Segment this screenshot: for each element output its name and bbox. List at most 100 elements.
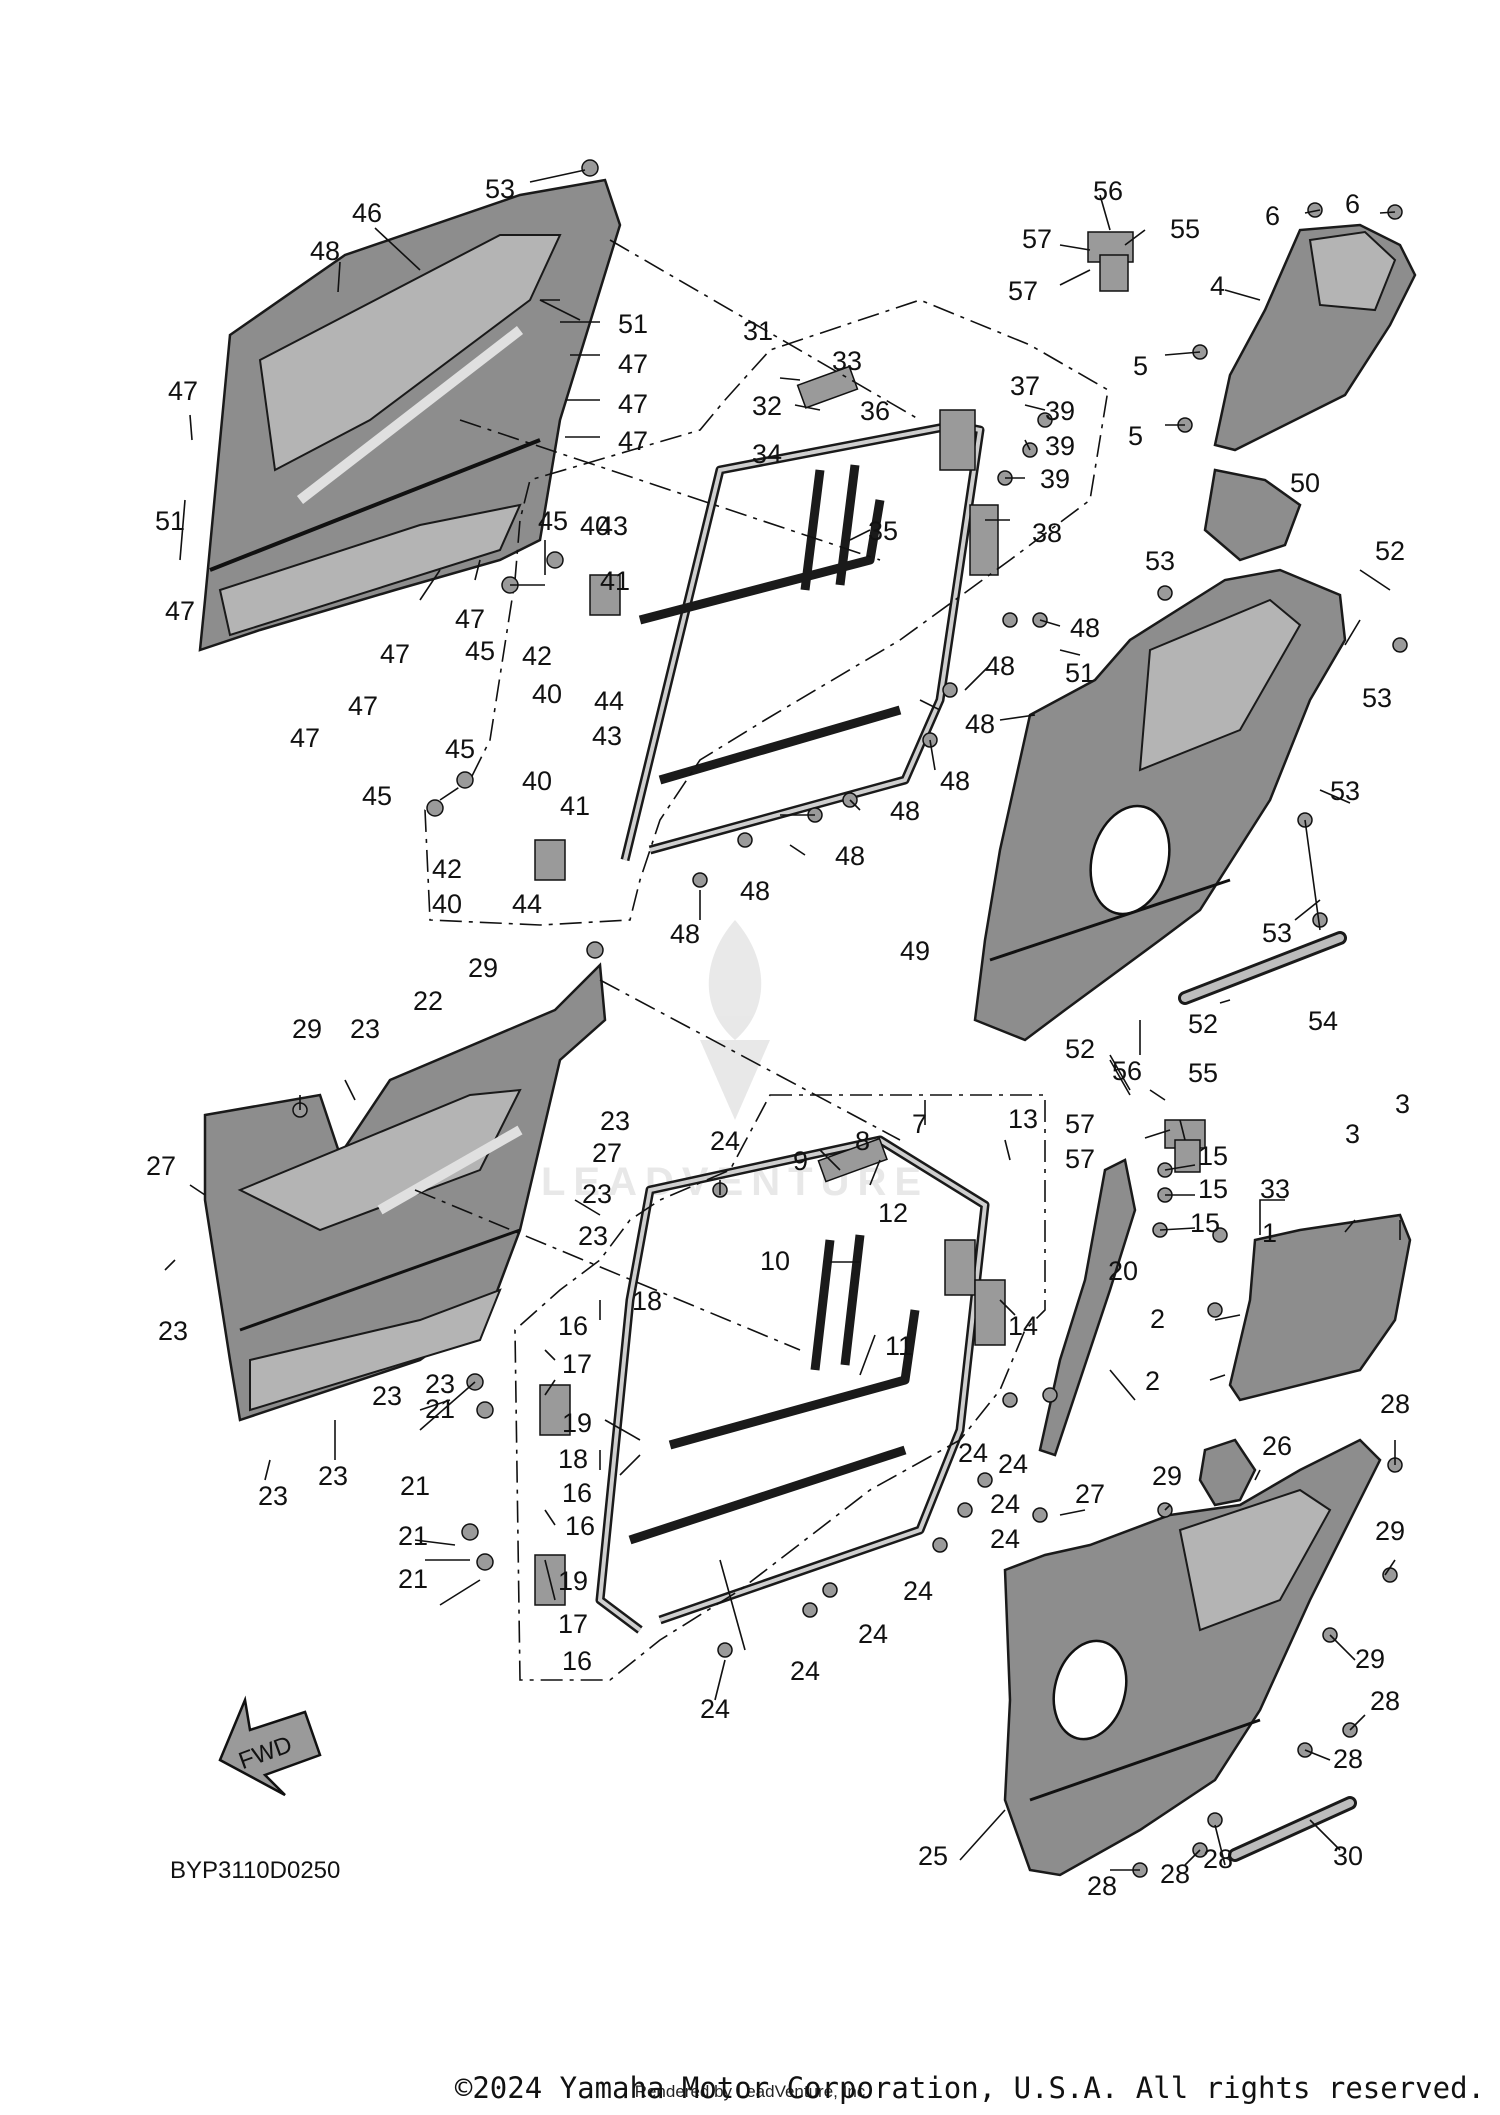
- callout: 24: [710, 1126, 740, 1156]
- callout: 4: [1210, 271, 1225, 301]
- callout: 28: [1380, 1389, 1410, 1419]
- upper-left-door-panel: [198, 178, 622, 652]
- callout: 47: [455, 604, 485, 634]
- callout: 42: [432, 854, 462, 884]
- callout: 3: [1345, 1119, 1360, 1149]
- callout: 47: [168, 376, 198, 406]
- watermark: LEADVENTURE: [541, 920, 921, 1204]
- callout: 15: [1198, 1174, 1228, 1204]
- callout: 23: [158, 1316, 188, 1346]
- callout: 17: [558, 1609, 588, 1639]
- callout: 11: [885, 1331, 913, 1361]
- callout: 24: [903, 1576, 933, 1606]
- callout: 25: [918, 1841, 948, 1871]
- callout: 34: [752, 439, 782, 469]
- callout: 23: [372, 1381, 402, 1411]
- callout: 16: [562, 1478, 592, 1508]
- callout: 29: [468, 953, 498, 983]
- callout: 33: [1260, 1174, 1290, 1204]
- callout: 40: [432, 889, 462, 919]
- callout: 29: [292, 1014, 322, 1044]
- rendered-by-text: Rendered by LeadVenture, Inc: [635, 2082, 866, 2101]
- callout: 52: [1188, 1009, 1218, 1039]
- part-code: BYP3110D0250: [170, 1857, 340, 1884]
- callout: 56: [1093, 176, 1123, 206]
- callout: 47: [618, 389, 648, 419]
- callout: 10: [760, 1246, 790, 1276]
- callout: 15: [1190, 1208, 1220, 1238]
- callout: 33: [832, 346, 862, 376]
- callout: 52: [1065, 1034, 1095, 1064]
- callout: 2: [1150, 1304, 1165, 1334]
- callout: 51: [1065, 658, 1095, 688]
- callout: 57: [1022, 224, 1052, 254]
- callout: 26: [1262, 1431, 1292, 1461]
- upper-right-inner-panel: [973, 568, 1347, 1042]
- callout: 55: [1170, 214, 1200, 244]
- callout: 22: [413, 986, 443, 1016]
- callout: 48: [310, 236, 340, 266]
- callout: 1: [1262, 1218, 1277, 1248]
- callout: 28: [1333, 1744, 1363, 1774]
- callout: 40: [532, 679, 562, 709]
- callout: 29: [1375, 1516, 1405, 1546]
- callout: 28: [1203, 1844, 1233, 1874]
- callout: 43: [598, 511, 628, 541]
- callout: 55: [1188, 1058, 1218, 1088]
- callout: 29: [1355, 1644, 1385, 1674]
- callout: 38: [1032, 518, 1062, 548]
- callout: 42: [522, 641, 552, 671]
- callout: 8: [855, 1126, 870, 1156]
- callout: 23: [425, 1369, 455, 1399]
- fwd-direction-arrow: FWD: [218, 1695, 322, 1797]
- lower-door-frame: [595, 1135, 1006, 1634]
- callout: 24: [700, 1694, 730, 1724]
- callout: 48: [965, 709, 995, 739]
- callout: 57: [1065, 1109, 1095, 1139]
- callout: 43: [592, 721, 622, 751]
- callout: 28: [1160, 1859, 1190, 1889]
- callout: 47: [618, 349, 648, 379]
- callout: 29: [1152, 1461, 1182, 1491]
- callout-labels: 53 46 48 51 47 47 47 47 51 47 47 47 47 4…: [146, 174, 1410, 1901]
- callout: 6: [1345, 189, 1360, 219]
- callout: 44: [512, 889, 542, 919]
- callout: 19: [562, 1408, 592, 1438]
- callout: 48: [985, 651, 1015, 681]
- callout: 5: [1128, 421, 1143, 451]
- callout: 27: [592, 1138, 622, 1168]
- callout: 51: [618, 309, 648, 339]
- callout: 24: [990, 1524, 1020, 1554]
- callout: 32: [752, 391, 782, 421]
- callout: 56: [1112, 1056, 1142, 1086]
- fasteners: [292, 159, 1408, 1878]
- callout: 23: [258, 1481, 288, 1511]
- callout: 47: [290, 723, 320, 753]
- callout: 18: [632, 1286, 662, 1316]
- callout: 39: [1040, 464, 1070, 494]
- callout: 47: [165, 596, 195, 626]
- callout: 24: [858, 1619, 888, 1649]
- callout: 40: [580, 511, 610, 541]
- callout: 23: [582, 1179, 612, 1209]
- callout: 16: [562, 1646, 592, 1676]
- callout: 45: [362, 781, 392, 811]
- lower-right-inner-panel: [1003, 1438, 1382, 1877]
- callout: 6: [1265, 201, 1280, 231]
- callout: 24: [998, 1449, 1028, 1479]
- callout: 28: [1087, 1871, 1117, 1901]
- callout: 45: [538, 506, 568, 536]
- callout: 53: [1145, 546, 1175, 576]
- callout: 48: [940, 766, 970, 796]
- callout: 49: [900, 936, 930, 966]
- callout: 35: [868, 516, 898, 546]
- callout: 52: [1375, 536, 1405, 566]
- callout: 37: [1010, 371, 1040, 401]
- callout: 57: [1065, 1144, 1095, 1174]
- callout: 46: [352, 198, 382, 228]
- callout: 53: [1362, 683, 1392, 713]
- callout: 36: [860, 396, 890, 426]
- callout: 57: [1008, 276, 1038, 306]
- callout: 23: [578, 1221, 608, 1251]
- callout: 7: [912, 1109, 927, 1139]
